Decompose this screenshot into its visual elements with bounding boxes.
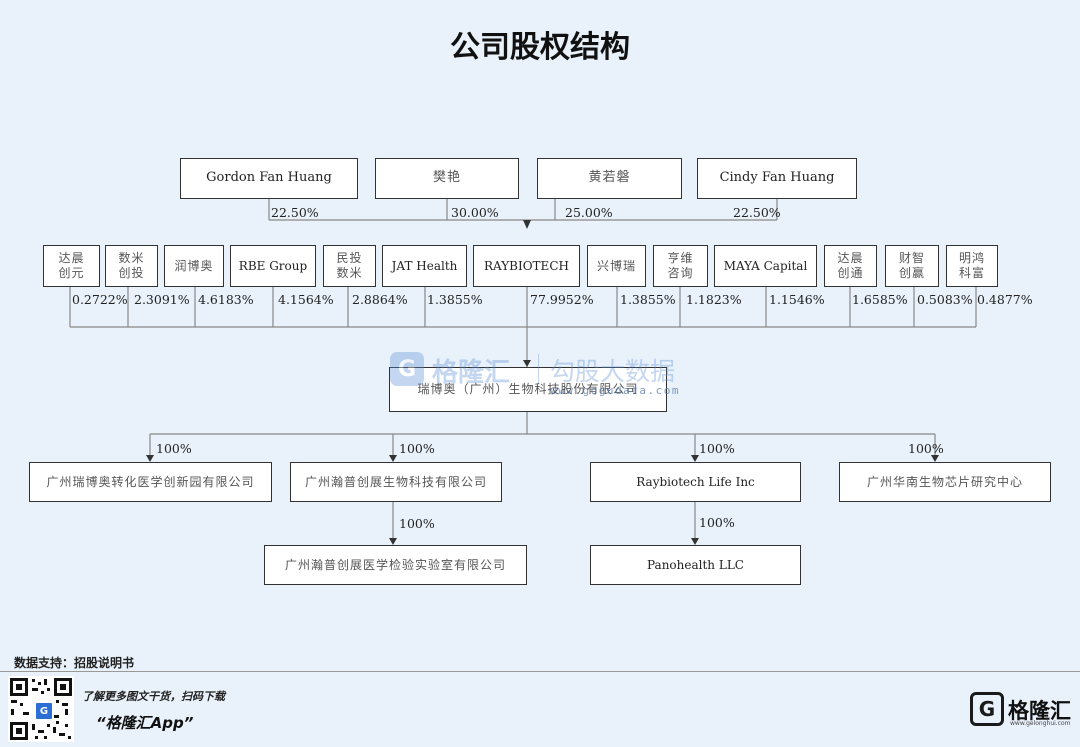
ownership-percent: 30.00% [451, 205, 499, 220]
qr-code[interactable]: G [8, 676, 74, 742]
shareholder-box: 明鸿 科富 [946, 245, 998, 287]
shareholder-box: JAT Health [382, 245, 467, 287]
brand-url: www.gelonghui.com [1010, 720, 1071, 727]
ownership-percent: 0.2722% [72, 292, 128, 307]
subsidiary-box: 广州瑞博奥转化医学创新园有限公司 [29, 462, 272, 502]
shareholder-box: 财智 创赢 [885, 245, 939, 287]
shareholder-box: 达晨 创元 [43, 245, 100, 287]
ownership-percent: 100% [699, 441, 735, 456]
ownership-percent: 0.4877% [977, 292, 1033, 307]
watermark-url: www.gogudata.com [550, 384, 680, 397]
ownership-percent: 1.6585% [852, 292, 908, 307]
ownership-percent: 1.1546% [769, 292, 825, 307]
footer: 数据支持：招股说明书 G 了解更多图文干货，扫码下载 “格隆汇App” G 格隆… [0, 650, 1080, 747]
ownership-percent: 1.3855% [620, 292, 676, 307]
shareholder-box: RBE Group [230, 245, 316, 287]
data-source: 数据支持：招股说明书 [14, 656, 135, 670]
shareholder-box: 数米 创投 [105, 245, 158, 287]
ownership-percent: 4.6183% [198, 292, 254, 307]
connector-lines [69, 199, 977, 545]
ownership-percent: 22.50% [271, 205, 319, 220]
company-box: 瑞博奥（广州）生物科技股份有限公司 [389, 367, 667, 412]
ownership-percent: 2.8864% [352, 292, 408, 307]
brand-name: 格隆汇 [1008, 699, 1071, 723]
subsidiary-box: Raybiotech Life Inc [590, 462, 801, 502]
ownership-percent: 1.1823% [686, 292, 742, 307]
ownership-percent: 2.3091% [134, 292, 190, 307]
shareholder-box: 樊艳 [375, 158, 519, 199]
ownership-percent: 100% [156, 441, 192, 456]
shareholder-box: 民投 数米 [323, 245, 376, 287]
ownership-percent: 4.1564% [278, 292, 334, 307]
shareholder-box: 黄若磐 [537, 158, 682, 199]
shareholder-box: 亨维 咨询 [653, 245, 708, 287]
promo-text: 了解更多图文干货，扫码下载 [82, 690, 225, 703]
grandchild-box: Panohealth LLC [590, 545, 801, 585]
shareholder-box: Gordon Fan Huang [180, 158, 358, 199]
brand-logo: G 格隆汇 www.gelonghui.com [970, 690, 1076, 730]
shareholder-box: 润博奥 [164, 245, 224, 287]
subsidiary-box: 广州瀚普创展生物科技有限公司 [290, 462, 502, 502]
shareholder-box: 兴博瑞 [587, 245, 646, 287]
grandchild-box: 广州瀚普创展医学检验实验室有限公司 [264, 545, 527, 585]
ownership-percent: 100% [399, 441, 435, 456]
shareholder-box: MAYA Capital [714, 245, 817, 287]
promo-app-name: “格隆汇App” [96, 714, 194, 732]
ownership-percent: 100% [699, 515, 735, 530]
ownership-percent: 100% [908, 441, 944, 456]
qr-logo-icon: G [34, 701, 54, 721]
equity-structure-diagram: Gordon Fan Huang 樊艳 黄若磐 Cindy Fan Huang … [29, 158, 1051, 585]
shareholder-box: Cindy Fan Huang [697, 158, 857, 199]
ownership-percent: 100% [399, 516, 435, 531]
footer-divider [0, 671, 1080, 672]
ownership-percent: 1.3855% [427, 292, 483, 307]
shareholder-box: 达晨 创通 [824, 245, 877, 287]
page-title: 公司股权结构 [450, 30, 630, 65]
ownership-percent: 77.9952% [530, 292, 594, 307]
ownership-percent: 25.00% [565, 205, 613, 220]
brand-logo-icon: G [970, 692, 1004, 726]
subsidiary-box: 广州华南生物芯片研究中心 [839, 462, 1051, 502]
ownership-percent: 0.5083% [917, 292, 973, 307]
shareholder-box: RAYBIOTECH [473, 245, 580, 287]
ownership-percent: 22.50% [733, 205, 781, 220]
